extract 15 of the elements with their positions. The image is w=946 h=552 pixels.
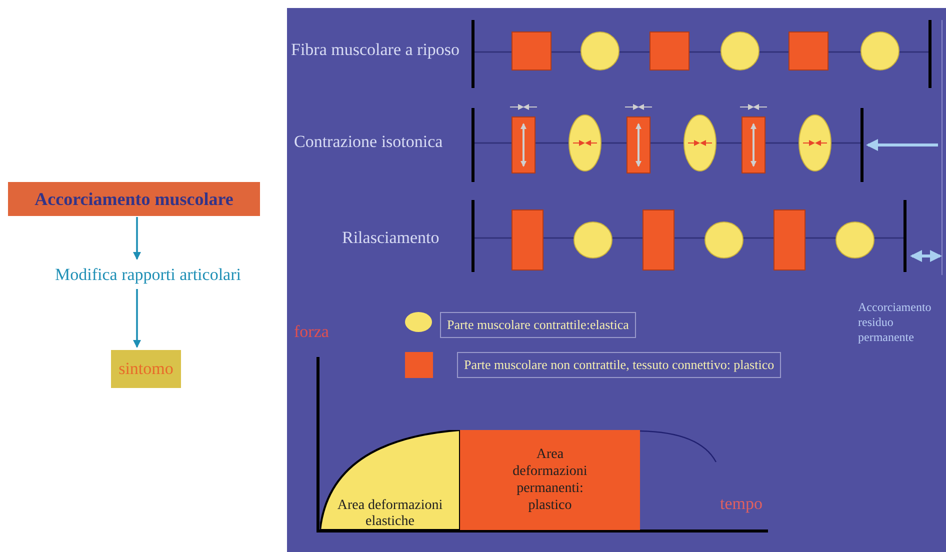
result-box: sintomo <box>111 350 181 388</box>
arrow <box>133 217 141 260</box>
row-label: Fibra muscolare a riposo <box>291 40 460 60</box>
arrow <box>133 289 141 348</box>
axis-label: forza <box>294 322 329 342</box>
legend-text: Parte muscolare contrattile:elastica <box>440 312 636 338</box>
legend-text: Parte muscolare non contrattile, tessuto connettivo: plastico <box>457 352 782 378</box>
annotation-text: Accorciamento residuo permanente <box>858 300 932 345</box>
axis-label: tempo <box>720 494 762 514</box>
elastic-area: Area deformazioni elastiche <box>320 430 460 530</box>
process-box: Accorciamento muscolare <box>8 182 260 216</box>
row-label: Contrazione isotonica <box>294 132 443 152</box>
row-label: Rilasciamento <box>342 228 440 248</box>
plastic-area: Area deformazioni permanenti: plastico <box>460 430 640 530</box>
step-text: Modifica rapporti articolari <box>22 262 274 288</box>
